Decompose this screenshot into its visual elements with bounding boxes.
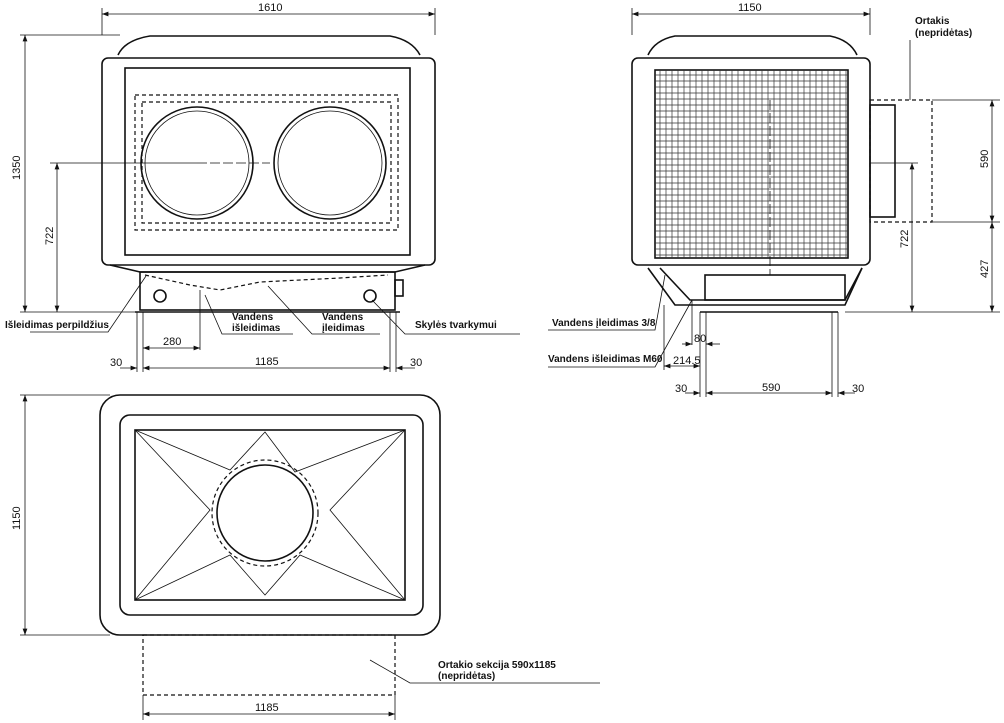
side-grille [654,69,849,259]
label-overflow: Išleidimas perpildžius [5,320,109,331]
front-body [101,57,436,266]
dim-front-center: 722 [44,227,56,245]
top-duct-section [142,634,396,696]
top-fan-opening [216,464,314,562]
dim-top-depth: 1150 [11,506,23,530]
dim-side-width: 1150 [738,2,762,14]
dim-side-margin-left: 30 [675,383,687,395]
label-water-outlet-m60: Vandens išleidimas M60 [548,354,663,365]
dim-top-duct-width: 1185 [255,702,279,714]
dim-side-margin-right: 30 [852,383,864,395]
top-view: 1150 1185 Ortakio sekcija 590x1185 (nepr… [11,394,600,720]
front-cap [117,35,421,56]
top-body [99,394,441,636]
front-view: 1610 1350 722 280 1185 30 30 Išleidimas … [5,2,520,372]
side-duct [869,99,933,223]
dim-80: 80 [694,333,706,345]
label-duct-2: (nepridėtas) [915,28,972,39]
front-base [139,271,396,311]
dim-base-width: 1185 [255,356,279,368]
dim-214: 214.5 [673,355,701,367]
dim-margin-right: 30 [410,357,422,369]
front-panel [124,67,411,256]
dim-side-duct-width: 590 [762,382,780,394]
dim-drain-offset: 280 [163,336,181,348]
dim-base-height: 427 [979,260,991,278]
dim-side-center: 722 [899,230,911,248]
label-water-inlet-38: Vandens įleidimas 3/8 [552,318,656,329]
label-water-outlet: Vandens [232,312,274,323]
label-water-inlet-2: įleidimas [322,323,365,334]
label-duct: Ortakis [915,16,950,27]
label-duct-section: Ortakio sekcija 590x1185 [438,660,556,671]
fan-circle-right [273,106,387,220]
dim-duct-height: 590 [979,150,991,168]
label-water-inlet: Vandens [322,312,364,323]
label-service-holes: Skylės tvarkymui [415,320,497,331]
label-duct-section-2: (nepridėtas) [438,671,495,682]
dim-margin-left: 30 [110,357,122,369]
dim-front-height: 1350 [11,156,23,180]
dim-front-width: 1610 [258,2,282,14]
side-view: 1150 Ortakis (nepridėtas) 590 722 427 80… [548,2,1000,397]
label-water-outlet-2: išleidimas [232,323,281,334]
front-dashed-frame [134,94,399,231]
